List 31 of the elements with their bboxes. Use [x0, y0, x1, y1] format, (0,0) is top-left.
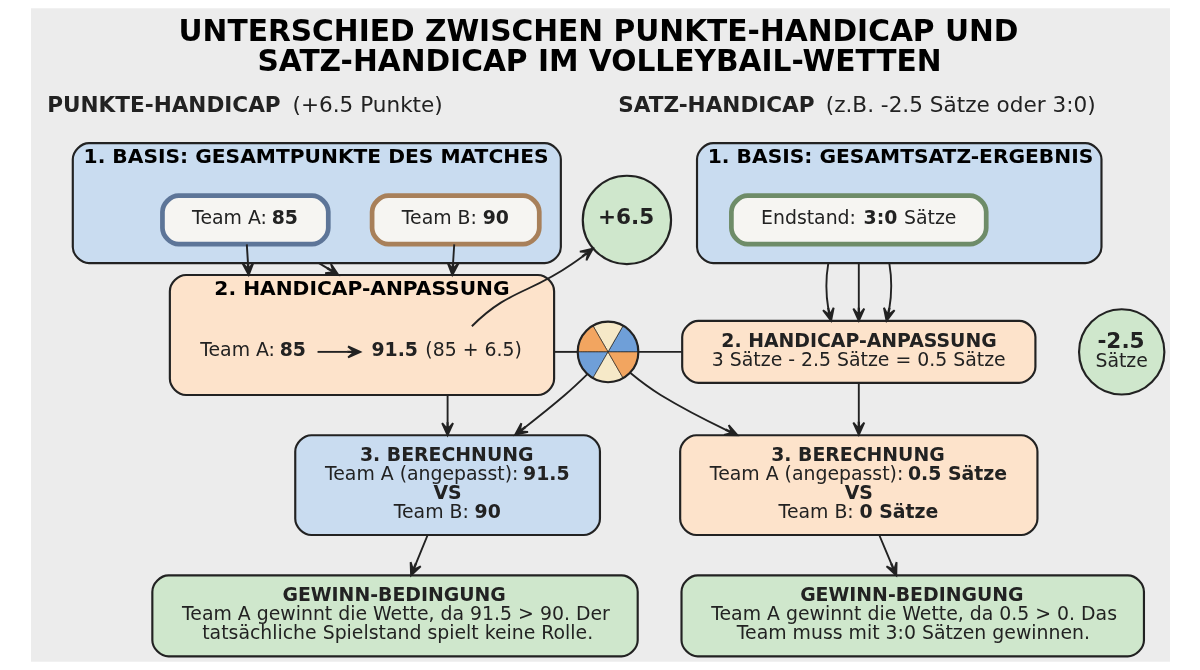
arrow [513, 373, 588, 436]
label: PUNKTE-HANDICAP (+6.5 Punkte) [46, 91, 443, 117]
node-box: 3. BERECHNUNG Team A (angepasst): 0.5 Sätze VS Team B: 0 Sätze [678, 434, 1038, 537]
node-box: Endstand: 3:0 Sätze [728, 193, 989, 247]
node-circle: -2.5 Sätze [1077, 308, 1165, 396]
node-box: GEWINN-BEDINGUNG Team A gewinnt die Wette, da 0.5 > 0. Das Team muss mit 3:0 Sätzen gewinnen. [679, 574, 1145, 658]
connector [552, 350, 579, 353]
arrow [821, 262, 835, 322]
arrow [851, 262, 865, 322]
connector [636, 350, 683, 353]
arrow [241, 243, 254, 276]
arrow [316, 345, 361, 359]
arrow [317, 262, 339, 276]
node-box: 2. HANDICAP-ANPASSUNG 3 Sätze - 2.5 Sätze = 0.5 Sätze [680, 319, 1036, 384]
arrow [877, 534, 898, 577]
arrow [409, 534, 428, 577]
node-text: Team A: 85 [199, 337, 306, 360]
node-circle: +6.5 [581, 174, 672, 266]
node-text: 91.5 (85 + 6.5) [370, 337, 522, 360]
arrow [882, 262, 895, 322]
node-box: 3. BERECHNUNG Team A (angepasst): 91.5 VS Team B: 90 [293, 434, 601, 537]
label: SATZ-HANDICAP (z.B. -2.5 Sätze oder 3:0) [617, 91, 1096, 117]
node-box: Team A: 85 [159, 193, 331, 247]
arrow [851, 382, 865, 436]
arrow [470, 247, 594, 328]
node-box: GEWINN-BEDINGUNG Team A gewinnt die Wette, da 91.5 > 90. Der tatsächliche Spielstand spielt keine Rolle. [150, 574, 639, 658]
arrow [440, 394, 454, 437]
node-box: Team B: 90 [369, 193, 542, 247]
arrow [446, 243, 459, 276]
arrow [628, 371, 738, 437]
diagram-title: UNTERSCHIED ZWISCHEN PUNKTE-HANDICAP UND SATZ-HANDICAP IM VOLLEYBAIL-WETTEN [178, 13, 1018, 79]
